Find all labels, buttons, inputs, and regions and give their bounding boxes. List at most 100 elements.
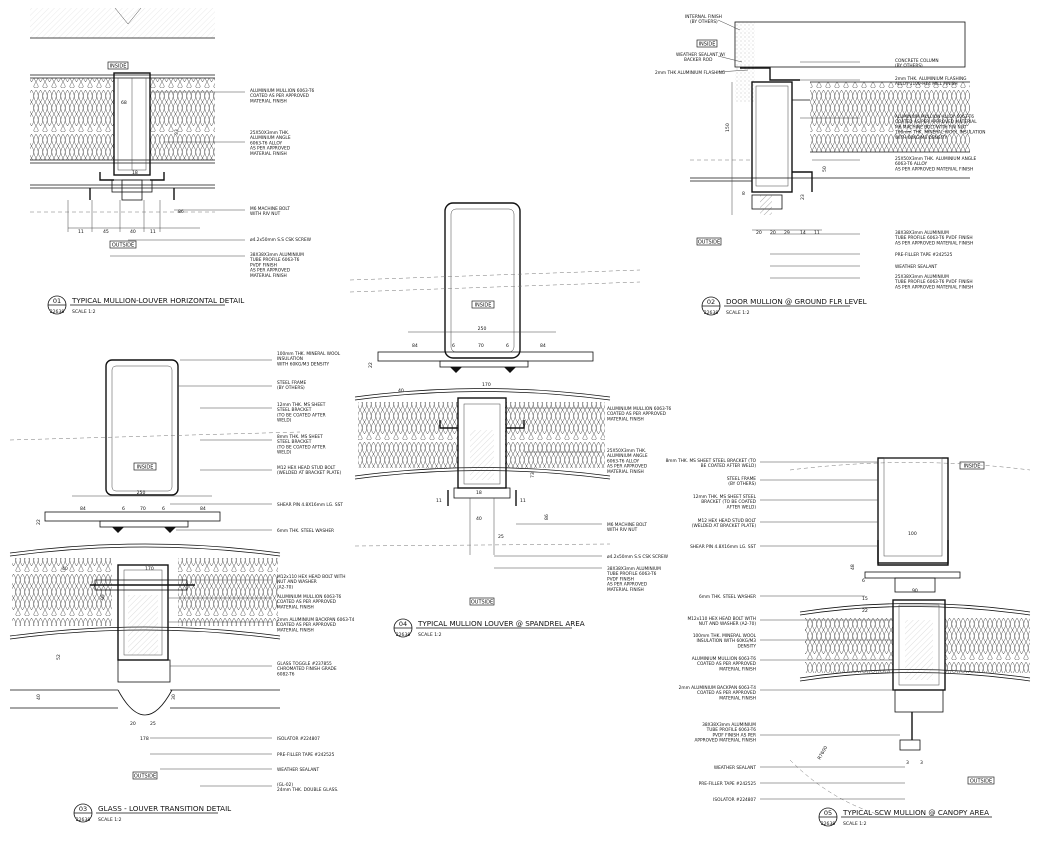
- note-line: SHEAR PIN 4.8X16mm LG. SST: [690, 544, 756, 550]
- note-line: ALUMINIUM MULLION 6063-T6: [692, 656, 757, 662]
- note-line: 6mm THK. STEEL WASHER: [277, 528, 334, 534]
- note-line: WEATHER SEALANT: [714, 765, 757, 771]
- note-line: PRE-FILLER TAPE #242525: [699, 781, 757, 787]
- sheet-ref: 22638: [396, 632, 411, 638]
- detail-scale: SCALE 1:2: [72, 309, 96, 315]
- note-line: ALLOY 1100-H14 MILL FINISH: [895, 81, 958, 87]
- note-line: WELD): [277, 418, 292, 424]
- note-line: 38X38X3mm ALUMINIUM: [702, 722, 756, 728]
- detail-number: 04: [399, 620, 407, 628]
- note-line: 38X38X3mm ALUMINIUM: [895, 230, 949, 236]
- dim: 8: [742, 191, 745, 197]
- note-line: PRE-FILLER TAPE #242525: [895, 252, 953, 258]
- note-line: TUBE PROFILE 6063-T6: [249, 257, 300, 263]
- note-line: 6063-T6 ALLOY: [250, 140, 283, 146]
- title-block-04: 04 22638 TYPICAL MULLION LOUVER @ SPANDR…: [393, 618, 585, 638]
- dim: 95: [100, 594, 106, 600]
- note-line: (GL-02): [277, 782, 293, 788]
- note-line: 12mm THK. MS SHEET STEEL: [693, 494, 757, 500]
- detail-title: TYPICAL MULLION-LOUVER HORIZONTAL DETAIL: [71, 296, 244, 305]
- dim: 90: [912, 588, 918, 594]
- note-line: BRACKET (TO BE COATED: [701, 499, 756, 505]
- detail-title: TYPICAL MULLION LOUVER @ SPANDREL AREA: [417, 619, 585, 628]
- note-line: ALUMINIUM ANGLE: [250, 135, 291, 141]
- note-line: AS PER APPROVED MATERIAL FINISH: [895, 166, 973, 172]
- note-line: 25X50X3mm THK.: [607, 448, 646, 454]
- dim: 170: [482, 382, 491, 388]
- title-block-05: 05 22638 TYPICAL SCW MULLION @ CANOPY AR…: [818, 807, 992, 827]
- inside-tag: INSIDE: [137, 465, 154, 471]
- dim: 18: [132, 170, 138, 176]
- dim: 25: [150, 721, 156, 727]
- note-line: WEATHER SEALANT W/: [676, 52, 726, 58]
- detail-title: GLASS - LOUVER TRANSITION DETAIL: [98, 804, 231, 813]
- note-line: 25X50X3mm THK.: [250, 130, 289, 136]
- dim: 6: [162, 506, 165, 512]
- note-line: 2mm THK. ALUMINIUM FLASHING: [895, 76, 967, 82]
- dim: 40: [476, 516, 482, 522]
- dim: 3: [920, 760, 923, 766]
- dim: 73: [530, 472, 536, 478]
- note-line: 2mm ALUMINIUM BACKPAN 6063-T4: [277, 617, 355, 623]
- note-line: INTERNAL FINISH: [685, 14, 722, 20]
- detail-04: INSIDE 250 84 6 70 6 84 170 40 22: [349, 202, 672, 638]
- dim: R7600: [817, 745, 830, 761]
- note-line: ALUMINIUM MULLION 6063-T6: [250, 88, 315, 94]
- note-line: STEEL FRAME: [727, 476, 756, 482]
- note-line: AS PER APPROVED: [607, 464, 648, 470]
- note-line: M12 HEX HEAD STUD BOLT: [277, 465, 336, 471]
- note-line: AS PER APPROVED MATERIAL FINISH: [895, 284, 973, 290]
- dim: 11: [814, 230, 820, 236]
- dim: 86: [178, 209, 184, 215]
- inside-tag: INSIDE: [110, 64, 127, 70]
- note-line: WITH 60KG/M3 DENSITY: [895, 135, 947, 141]
- note-line: ø4.2x50mm S.S CSK SCREW: [607, 554, 669, 560]
- outside-tag: OUTSIDE: [698, 240, 720, 246]
- note-line: 38X38X3mm ALUMINIUM: [250, 252, 304, 258]
- note-line: TUBE PROFILE 6063-T6 PVDF FINISH: [894, 279, 973, 285]
- detail-03: INSIDE 250 84 6 70 6 84 170 40 22: [9, 351, 355, 823]
- note-line: ALUMINIUM MULLION 6063-T6: [277, 594, 342, 600]
- svg-text:WEATHER SEALANT W/BACKER ROD: WEATHER SEALANT W/BACKER ROD: [676, 52, 726, 63]
- note-line: 25X38X3mm ALUMINIUM: [895, 274, 949, 280]
- note-line: M6 MACHINE BOLT: [607, 522, 647, 528]
- dim: 100: [908, 531, 917, 537]
- note-line: 100mm THK. MINERAL WOOL: [693, 633, 757, 639]
- dim: 11: [150, 229, 156, 235]
- dim: 11: [436, 498, 442, 504]
- note-line: STEEL BRACKET: [277, 407, 312, 413]
- note-line: (BY OTHERS): [690, 19, 718, 25]
- title-block-03: 03 22638 GLASS - LOUVER TRANSITION DETAI…: [73, 803, 231, 823]
- dim: 84: [80, 506, 86, 512]
- dim: 6: [506, 343, 509, 349]
- note-line: NUT AND WASHER (A2-70): [699, 621, 757, 627]
- note-line: COATED AS PER APPROVED: [697, 661, 757, 667]
- svg-text:M12 HEX HEAD STUD BOLT(WELDED: M12 HEX HEAD STUD BOLT(WELDED AT BRACKET…: [692, 518, 757, 529]
- inside-tag: INSIDE: [964, 464, 981, 470]
- note-line: BE COATED AFTER WELD): [701, 463, 757, 469]
- note-line: 100mm THK. MINERAL WOOL: [277, 351, 341, 357]
- detail-number: 03: [79, 805, 87, 813]
- note-line: GLASS TOGGLE #237855: [277, 661, 332, 667]
- dim: 250: [137, 490, 146, 496]
- notes-02: CONCRETE COLUMN(BY OTHERS) 2mm THK. ALUM…: [894, 58, 985, 290]
- note-line: AS PER APPROVED: [250, 146, 291, 152]
- dim: 15: [862, 596, 868, 602]
- dim: 40: [130, 229, 136, 235]
- note-line: M12 HEX HEAD STUD BOLT: [698, 518, 757, 524]
